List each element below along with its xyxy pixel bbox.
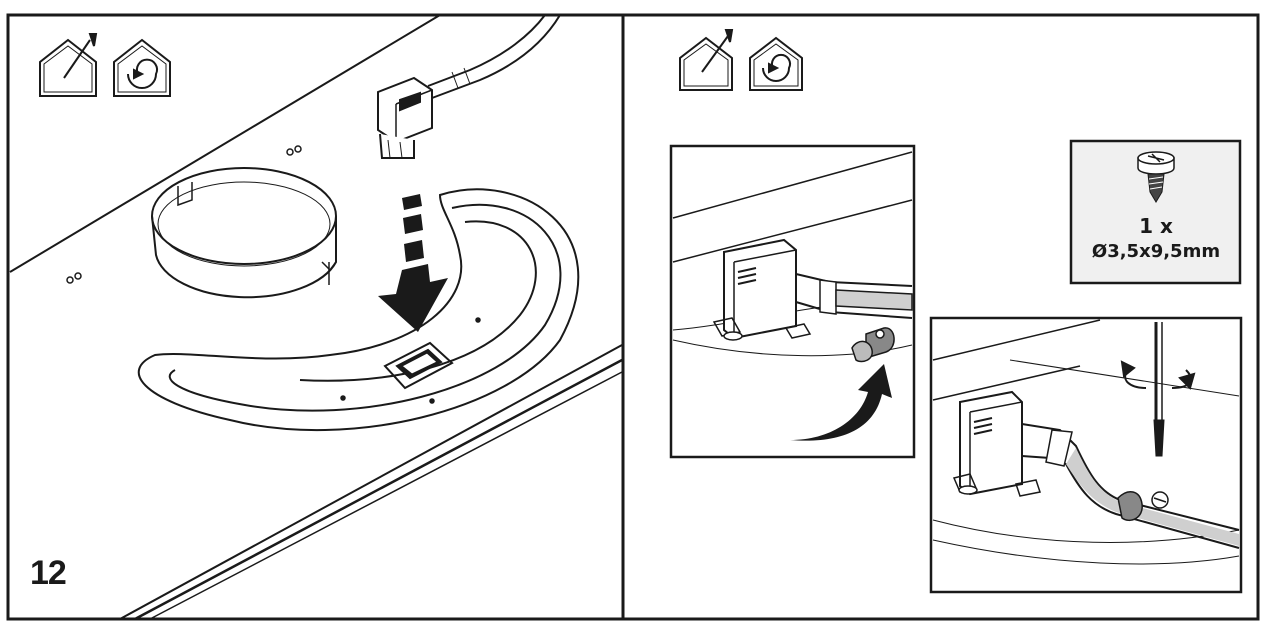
rotate-arrows-icon — [1120, 360, 1196, 390]
power-cable — [427, 14, 561, 99]
hood-front-edge — [119, 344, 623, 620]
curved-arrow-icon — [790, 364, 892, 441]
screw-holes — [66, 145, 481, 404]
screw-quantity: 1 x — [1139, 214, 1173, 238]
hood-top-edge — [9, 14, 441, 273]
inset-clamp-detail — [669, 144, 916, 459]
inset-screw-detail — [929, 316, 1243, 594]
u-shaped-cutout — [137, 188, 580, 431]
screw-size: Ø3,5x9,5mm — [1091, 241, 1221, 262]
screw-icon — [1137, 151, 1175, 203]
house-recirculation-icon — [113, 38, 171, 97]
house-recirculation-icon — [749, 36, 803, 91]
house-exhaust-icon — [39, 33, 98, 97]
house-exhaust-icon — [679, 29, 734, 91]
socket-opening — [383, 341, 454, 390]
arrow-down-icon — [378, 194, 448, 332]
left-panel — [9, 14, 623, 621]
duct-collar — [151, 167, 337, 299]
screw-info-box — [1069, 139, 1242, 285]
step-number: 12 — [30, 554, 67, 592]
cable-plug-connector — [377, 76, 433, 159]
